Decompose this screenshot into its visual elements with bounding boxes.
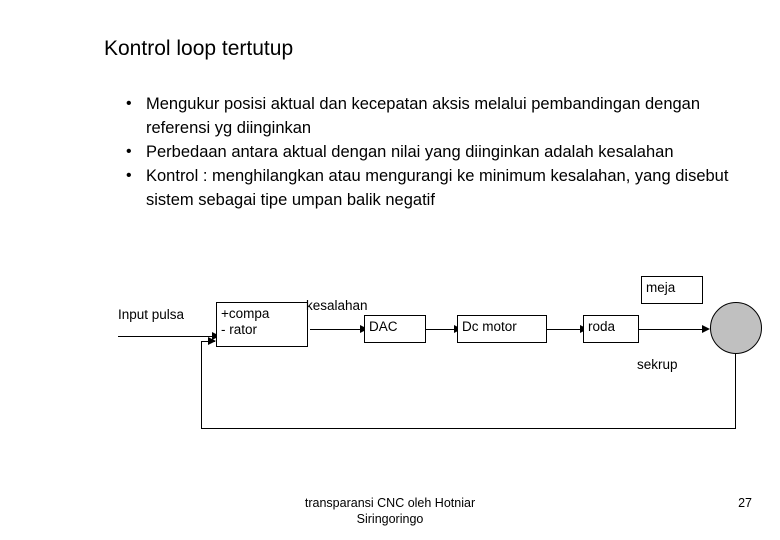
edge-label-kesalahan: kesalahan — [306, 298, 368, 313]
edge-comparator-to-dac — [310, 329, 362, 330]
bullet-list: • Mengukur posisi aktual dan kecepatan a… — [118, 92, 763, 212]
feedback-line-into-comparator — [201, 341, 215, 342]
page-number: 27 — [738, 496, 752, 510]
bullet-marker-icon: • — [126, 167, 132, 184]
arrow-icon — [360, 325, 368, 333]
arrow-icon — [580, 325, 588, 333]
bullet-marker-icon: • — [126, 95, 132, 112]
comparator-label-line2: - rator — [221, 322, 258, 337]
list-item: • Mengukur posisi aktual dan kecepatan a… — [118, 92, 763, 140]
bullet-text: Perbedaan antara aktual dengan nilai yan… — [146, 143, 674, 161]
diagram-node-comparator: +compa - rator — [216, 302, 308, 347]
edge-dac-to-motor — [426, 329, 456, 330]
edge-input-to-comparator — [118, 336, 214, 337]
diagram-node-sekrup: sekrup — [637, 357, 678, 372]
edge-roda-to-encoder — [639, 329, 705, 330]
arrow-icon — [208, 337, 216, 345]
edge-motor-to-roda — [547, 329, 582, 330]
diagram-node-meja: meja — [641, 276, 703, 304]
footer-line-2: Siringoringo — [356, 512, 424, 526]
arrow-icon — [454, 325, 462, 333]
diagram-node-roda: roda — [583, 315, 639, 343]
feedback-line-vertical-left — [201, 341, 202, 429]
list-item: • Perbedaan antara aktual dengan nilai y… — [118, 140, 763, 164]
bullet-text: Mengukur posisi aktual dan kecepatan aks… — [146, 95, 701, 137]
arrow-icon — [702, 325, 710, 333]
bullet-marker-icon: • — [126, 143, 132, 160]
diagram-node-input: Input pulsa — [118, 307, 185, 322]
bullet-text: Kontrol : menghilangkan atau mengurangi … — [146, 167, 729, 209]
arrow-icon — [212, 332, 220, 340]
feedback-line-horizontal — [201, 428, 736, 429]
list-item: • Kontrol : menghilangkan atau mengurang… — [118, 164, 763, 212]
diagram-node-dac: DAC — [364, 315, 426, 343]
footer: transparansi CNC oleh Hotniar Siringorin… — [0, 495, 780, 527]
comparator-label-line1: +compa — [221, 306, 270, 321]
feedback-line-vertical-right — [735, 354, 736, 429]
diagram-node-motor: Dc motor — [457, 315, 547, 343]
footer-line-1: transparansi CNC oleh Hotniar — [304, 496, 476, 510]
page-title: Kontrol loop tertutup — [104, 37, 294, 60]
diagram-node-encoder — [710, 302, 762, 354]
